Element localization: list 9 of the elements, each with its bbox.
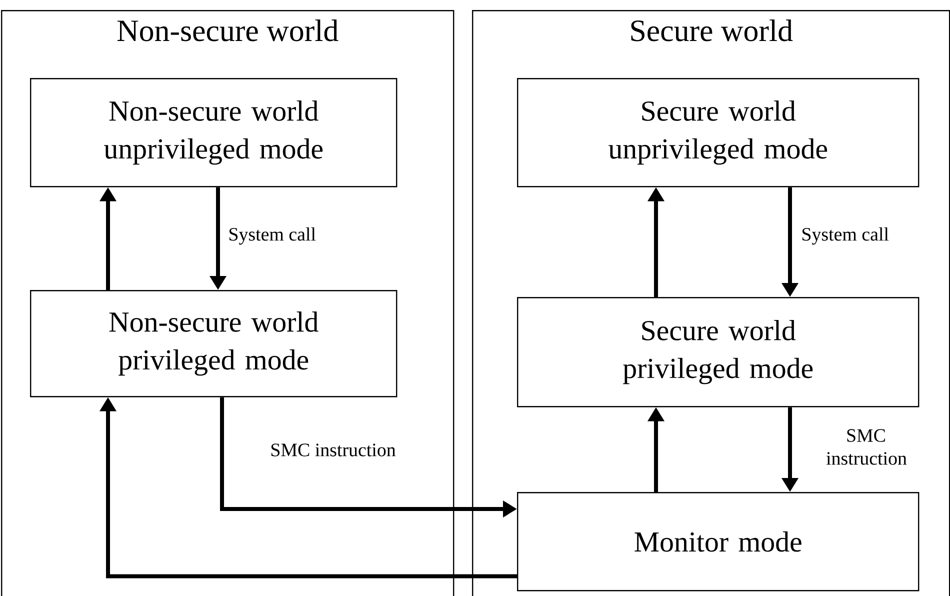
mode-box: Monitor mode — [517, 492, 920, 592]
mode-box: Secure world unprivileged mode — [517, 78, 920, 188]
edge-label: System call — [229, 227, 316, 245]
mode-box: Non-secure world privileged mode — [30, 290, 398, 398]
mode-box: Secure world privileged mode — [517, 297, 920, 408]
edge-label: System call — [802, 227, 889, 245]
edge-label: SMC instruction — [826, 429, 907, 465]
mode-box: Non-secure world unprivileged mode — [30, 78, 398, 188]
edge-label: SMC instruction — [271, 444, 396, 456]
